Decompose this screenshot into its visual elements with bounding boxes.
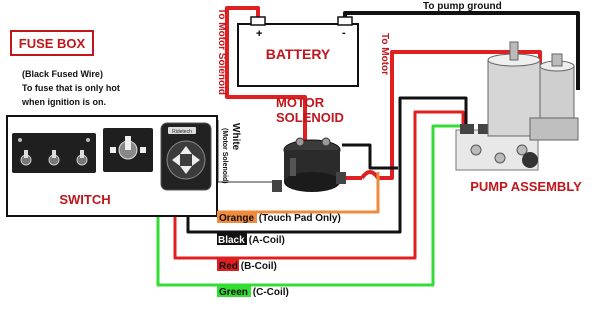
fuse-note-line-3: when ignition is on.: [21, 97, 106, 107]
wire-label-green-name: Green: [219, 287, 248, 298]
white-sub-label: (Motor Solenoid): [221, 128, 228, 184]
toggle-switch-plate: [12, 133, 96, 173]
wire-solenoid-ground: [342, 143, 398, 170]
wire-label-red-name: Red: [219, 261, 238, 272]
fuse-box-label: FUSE BOX: [19, 36, 86, 51]
wire-label-red: Red (B-Coil): [217, 259, 277, 272]
wire-group: [156, 6, 580, 287]
wire-label-orange-desc: (Touch Pad Only): [256, 213, 341, 224]
to-motor-label: To Motor: [379, 33, 390, 75]
pump-assembly-label: PUMP ASSEMBLY: [470, 179, 582, 194]
wire-label-red-desc: (B-Coil): [238, 261, 277, 272]
wire-label-green-desc: (C-Coil): [250, 287, 289, 298]
wire-label-orange: Orange (Touch Pad Only): [217, 211, 341, 224]
wire-label-black-desc: (A-Coil): [246, 235, 285, 246]
touch-keypad: Ridetech: [160, 122, 212, 191]
wire-solenoid-to-motor-2: [378, 50, 542, 180]
fuse-note-line-1: (Black Fused Wire): [22, 69, 103, 79]
wire-battery-to-solenoid: [225, 6, 307, 143]
wire-label-orange-name: Orange: [219, 213, 254, 224]
switch-label: SWITCH: [59, 192, 110, 207]
paddle-switch-plate: [103, 128, 153, 172]
fuse-box: FUSE BOX: [10, 30, 94, 56]
to-pump-ground-label: To pump ground: [423, 1, 502, 12]
motor-solenoid: [272, 137, 346, 192]
white-label: White: [230, 123, 241, 151]
wire-red-bcoil: [173, 110, 465, 260]
keypad-brand-label: Ridetech: [172, 129, 192, 135]
fuse-note-line-2: To fuse that is only hot: [22, 83, 120, 93]
battery: + - BATTERY: [237, 16, 359, 87]
wire-label-black-name: Black: [218, 235, 245, 246]
pump-assembly: PUMP ASSEMBLY: [455, 41, 582, 194]
to-motor-solenoid-label: To Motor Solenoid: [216, 8, 227, 95]
battery-pos-label: +: [256, 28, 262, 40]
motor-solenoid-label-1: MOTOR: [276, 95, 325, 110]
switch-panel: Ridetech SWITCH: [6, 115, 218, 217]
wire-black-acoil: [186, 96, 468, 234]
battery-label: BATTERY: [266, 46, 331, 62]
wire-label-black: Black (A-Coil): [217, 233, 285, 246]
battery-neg-label: -: [342, 27, 346, 39]
wire-solenoid-to-motor-jump: [360, 170, 380, 180]
motor-solenoid-label-2: SOLENOID: [276, 110, 344, 125]
wire-label-green: Green (C-Coil): [217, 285, 289, 298]
